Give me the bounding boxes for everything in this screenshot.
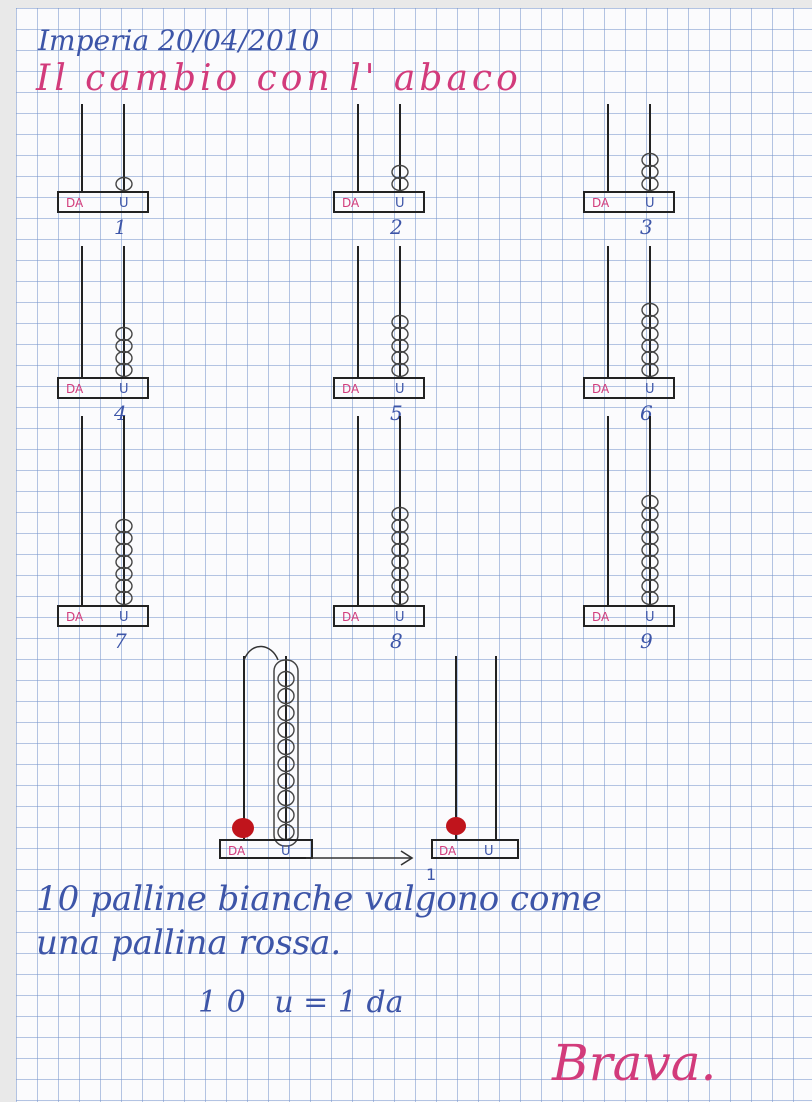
- abacus-7: DA U 7: [58, 416, 148, 653]
- units-label: U: [645, 610, 655, 625]
- abacus-number: 8: [390, 629, 403, 653]
- units-label: U: [645, 382, 655, 397]
- notebook-page: Imperia 20/04/2010 Il cambio con l' abac…: [16, 8, 812, 1102]
- units-label: U: [395, 196, 405, 211]
- abacus-number: 3: [640, 215, 653, 239]
- tens-label: DA: [66, 196, 84, 210]
- tens-label: DA: [66, 610, 84, 624]
- abacus-before-exchange: DA U: [220, 646, 312, 859]
- abacus-4: DAU4: [58, 246, 148, 425]
- tens-label: DA: [342, 382, 360, 396]
- abacus-number: 6: [640, 401, 653, 425]
- worksheet-drawing: Imperia 20/04/2010 Il cambio con l' abac…: [16, 8, 812, 1102]
- place-date: Imperia 20/04/2010: [37, 24, 319, 57]
- units-label: U: [281, 844, 291, 859]
- page-title: Il cambio con l' abaco: [35, 58, 522, 99]
- abacus-6: DA U 6: [584, 246, 674, 425]
- tens-label: DA: [66, 382, 84, 396]
- explanation-line-1: 10 palline bianche valgono come: [36, 879, 602, 919]
- tens-label: DA: [228, 844, 246, 858]
- exchange-illustration: DA U DA U 1: [220, 646, 518, 884]
- abacus-2: DA U 2: [334, 104, 424, 239]
- units-label: U: [395, 382, 405, 397]
- tens-label: DA: [342, 610, 360, 624]
- units-label: U: [119, 382, 129, 397]
- abacus-after-exchange: DA U 1: [426, 656, 518, 884]
- units-label: U: [645, 196, 655, 211]
- tens-label: DA: [592, 610, 610, 624]
- units-label: U: [119, 610, 129, 625]
- abacus-number: 7: [114, 629, 127, 653]
- tens-label: DA: [592, 196, 610, 210]
- tens-label: DA: [439, 844, 457, 858]
- red-bead-before: [232, 818, 254, 838]
- equation: 1 0 u = 1 da: [198, 985, 404, 1020]
- abacus-number: 2: [389, 215, 403, 239]
- abacus-8: DA U 8: [334, 416, 424, 653]
- abacus-number: 9: [640, 629, 653, 653]
- red-bead-after: [446, 817, 466, 835]
- abacus-1: DA U 1: [58, 104, 148, 239]
- exchange-arrow-up: [244, 646, 278, 660]
- abacus-3: DA U 3: [584, 104, 674, 239]
- units-label: U: [484, 844, 494, 859]
- teacher-comment: Brava.: [551, 1034, 716, 1092]
- units-label: U: [395, 610, 405, 625]
- tens-label: DA: [592, 382, 610, 396]
- tens-label: DA: [342, 196, 360, 210]
- explanation-line-2: una pallina rossa.: [36, 923, 341, 963]
- abacus-number: 1: [114, 215, 127, 239]
- abacus-9: DA U 9: [584, 416, 674, 653]
- units-label: U: [119, 196, 129, 211]
